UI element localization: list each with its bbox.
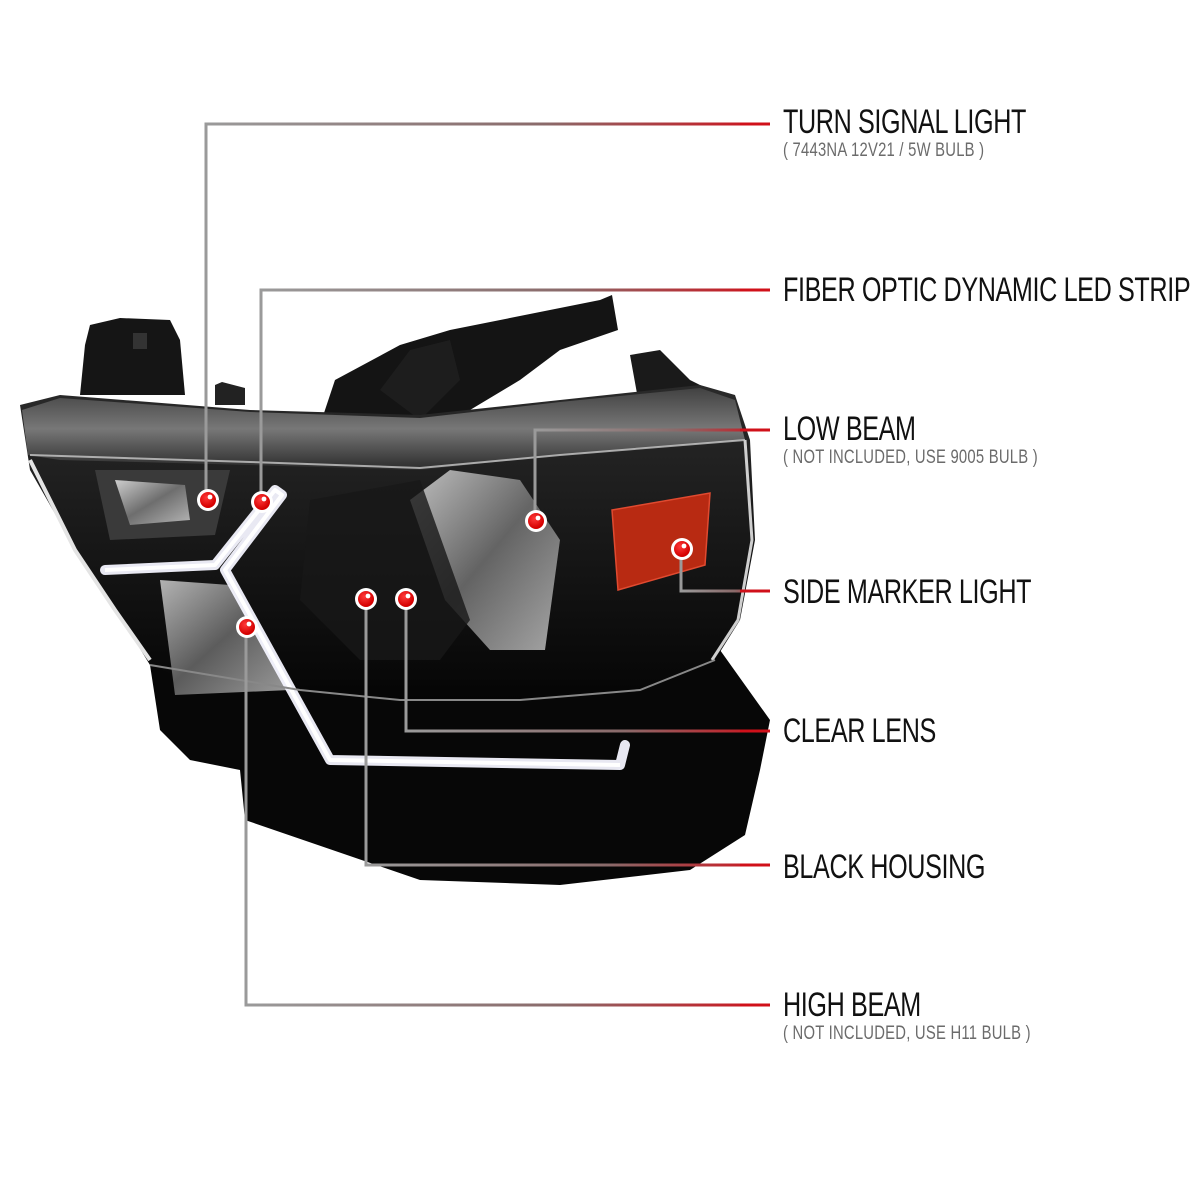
callout-title: TURN SIGNAL LIGHT <box>783 103 1027 141</box>
marker-side-marker <box>671 538 693 560</box>
callout-title: CLEAR LENS <box>783 712 936 750</box>
callout-title: FIBER OPTIC DYNAMIC LED STRIP <box>783 271 1191 309</box>
leader-lines <box>204 122 770 1007</box>
callout-title: SIDE MARKER LIGHT <box>783 573 1032 611</box>
callout-title: BLACK HOUSING <box>783 848 986 886</box>
callout-title: HIGH BEAM <box>783 986 921 1024</box>
callout-fiber-optic-led-strip: FIBER OPTIC DYNAMIC LED STRIP <box>783 272 1200 308</box>
callout-subtitle: ( NOT INCLUDED, USE H11 BULB ) <box>783 1023 1031 1044</box>
marker-black-housing <box>355 588 377 610</box>
callout-subtitle: ( NOT INCLUDED, USE 9005 BULB ) <box>783 447 1038 468</box>
marker-low-beam <box>525 510 547 532</box>
marker-high-beam <box>236 616 258 638</box>
callout-high-beam: HIGH BEAM ( NOT INCLUDED, USE H11 BULB ) <box>783 987 1101 1045</box>
callout-markers <box>197 489 693 638</box>
callout-title: LOW BEAM <box>783 410 916 448</box>
callout-low-beam: LOW BEAM ( NOT INCLUDED, USE 9005 BULB ) <box>783 411 1110 469</box>
marker-clear-lens <box>395 588 417 610</box>
headlight-housing <box>20 385 755 770</box>
callout-subtitle: ( 7443NA 12V21 / 5W BULB ) <box>783 140 985 161</box>
callout-black-housing: BLACK HOUSING <box>783 849 1056 885</box>
marker-led-strip <box>251 491 273 513</box>
callout-side-marker-light: SIDE MARKER LIGHT <box>783 574 1118 610</box>
marker-turn-signal <box>197 489 219 511</box>
callout-turn-signal-light: TURN SIGNAL LIGHT ( 7443NA 12V21 / 5W BU… <box>783 104 1111 162</box>
callout-clear-lens: CLEAR LENS <box>783 713 990 749</box>
